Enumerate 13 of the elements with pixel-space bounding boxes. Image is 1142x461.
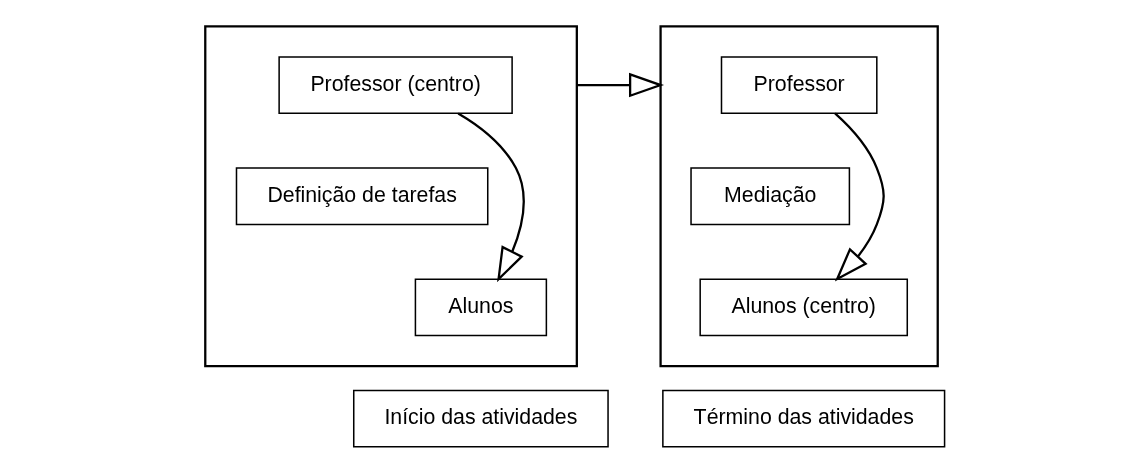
- node-box: Professor (centro): [277, 56, 513, 114]
- node-box: Alunos: [414, 278, 547, 337]
- node-box: Professor: [720, 56, 878, 114]
- node-box: Início das atividades: [352, 389, 609, 448]
- cluster: [203, 25, 578, 368]
- cluster: [658, 25, 939, 368]
- node-box: Mediação: [689, 167, 850, 226]
- node-box: Definição de tarefas: [235, 167, 488, 226]
- arrow: [576, 72, 664, 98]
- node-box: Término das atividades: [661, 389, 945, 448]
- arrow: [833, 112, 885, 282]
- arrow: [457, 112, 525, 283]
- node-box: Alunos (centro): [698, 278, 908, 337]
